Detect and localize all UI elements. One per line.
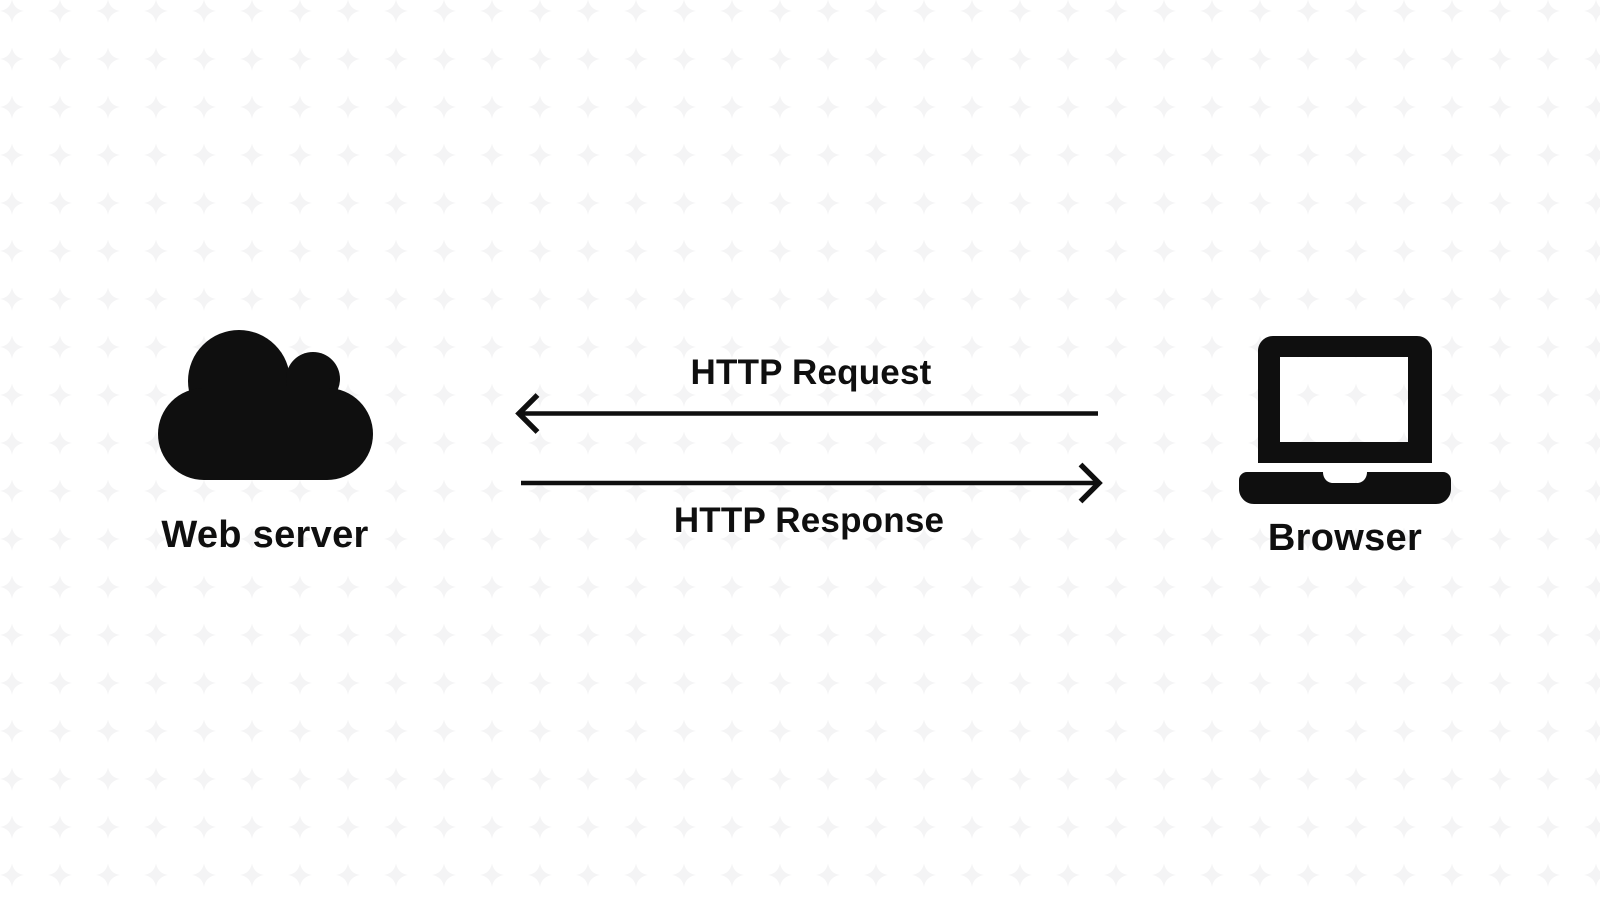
cloud-icon	[158, 330, 373, 480]
response-arrow-label: HTTP Response	[673, 501, 945, 540]
node-browser: Browser	[1239, 336, 1451, 557]
node-browser-label: Browser	[1267, 517, 1423, 559]
request-arrow-label: HTTP Request	[690, 353, 932, 392]
node-web-server-label: Web server	[161, 514, 369, 556]
laptop-icon	[1239, 336, 1451, 504]
node-web-server: Web server	[155, 327, 375, 554]
